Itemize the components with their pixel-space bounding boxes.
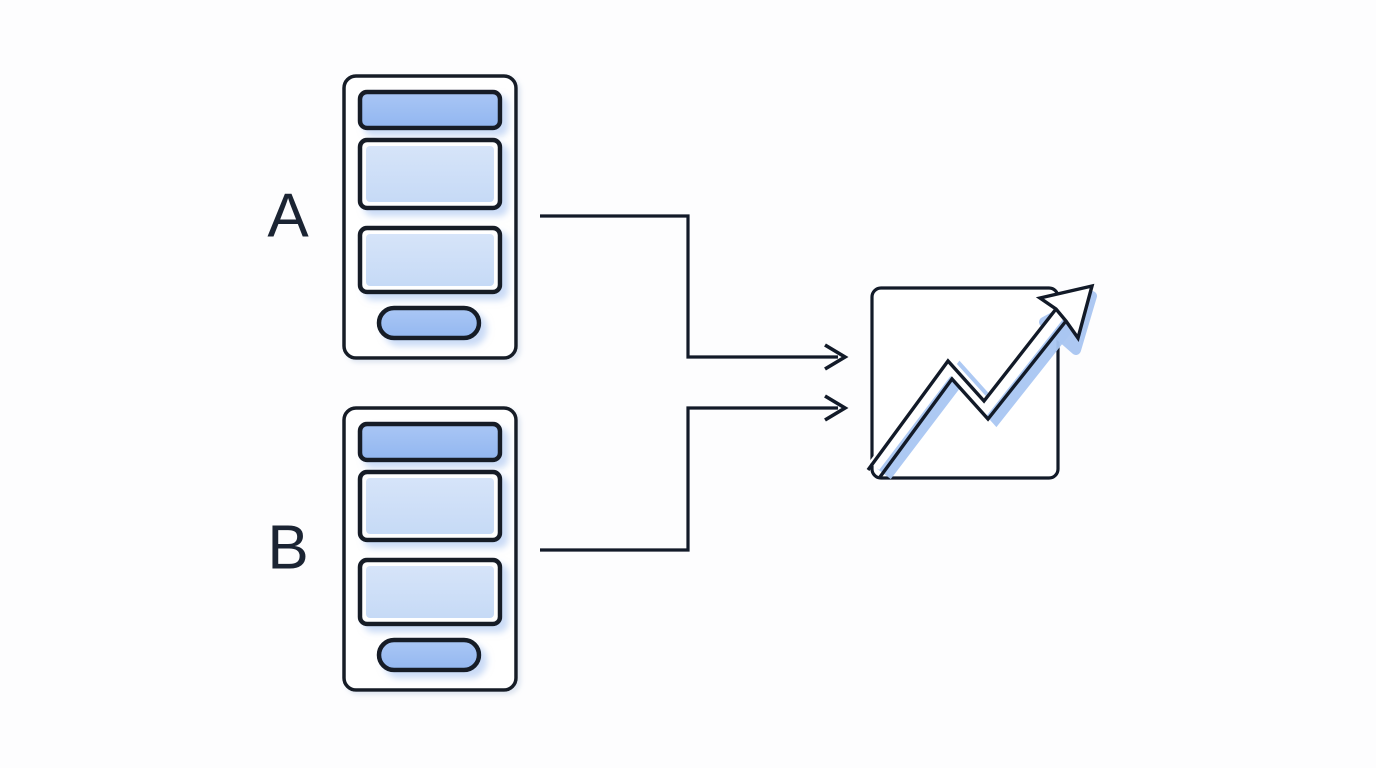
variant-a-content-block-1[interactable] [357, 137, 503, 211]
variant-a-cta-button[interactable] [376, 305, 482, 341]
connector-a-arrowhead-icon [824, 343, 849, 371]
chart-trend-outline-upper [866, 307, 1058, 472]
variant-b-cta-button-shape[interactable] [376, 637, 482, 673]
results-chart-icon[interactable] [866, 283, 1097, 480]
variant-a-cta-button-shape[interactable] [376, 305, 482, 341]
variant-b-content-block-1[interactable] [357, 469, 503, 543]
variant-b-content-block-2[interactable] [357, 557, 503, 627]
variant-a-label: A [267, 181, 309, 250]
variant-a-header-bar[interactable] [357, 89, 503, 131]
variant-b-header-bar[interactable] [357, 421, 503, 463]
variant-a-content-block-2[interactable] [357, 225, 503, 295]
connector-b-path [540, 406, 838, 552]
variant-a-content-block-2-fill [366, 234, 494, 286]
variant-a-card[interactable] [342, 74, 518, 360]
connector-a-to-chart [540, 214, 849, 371]
variant-b-cta-button[interactable] [376, 637, 482, 673]
connector-b-arrowhead-icon [824, 394, 849, 422]
connector-a-path [540, 214, 838, 359]
variant-b-label: B [267, 513, 308, 582]
variant-b-group[interactable]: B [267, 406, 518, 692]
variant-a-group[interactable]: A [267, 74, 518, 360]
connector-b-to-chart [540, 394, 849, 552]
chart-arrowhead-icon [1035, 283, 1095, 342]
chart-trend-body [868, 305, 1068, 470]
variant-b-card[interactable] [342, 406, 518, 692]
variant-a-header-bar-shape[interactable] [357, 89, 503, 131]
variant-b-header-bar-shape[interactable] [357, 421, 503, 463]
variant-b-content-block-1-fill [366, 478, 494, 534]
chart-trend-outline-lower [878, 319, 1068, 479]
variant-a-content-block-1-fill [366, 146, 494, 202]
variant-b-content-block-2-fill [366, 566, 494, 618]
